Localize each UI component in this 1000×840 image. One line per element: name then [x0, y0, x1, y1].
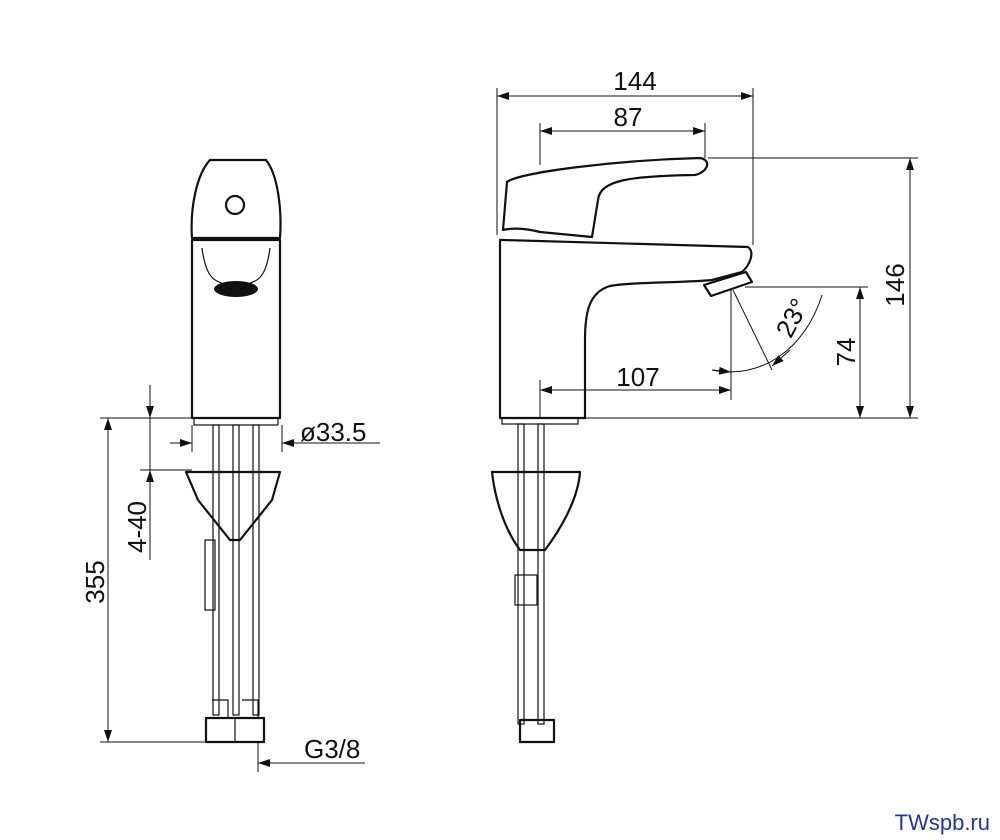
dim-144: 144	[613, 66, 656, 96]
side-handle	[501, 156, 709, 239]
front-view	[184, 158, 282, 744]
front-handle	[190, 158, 282, 240]
front-bracket	[184, 470, 282, 542]
side-bracket	[490, 470, 582, 552]
dim-87: 87	[614, 102, 643, 132]
side-hose-1	[517, 423, 525, 725]
front-handle-button	[224, 194, 246, 216]
front-hose-left	[212, 424, 220, 716]
front-aerator	[214, 281, 258, 297]
dim-angle: 23°	[770, 293, 815, 342]
side-aerator	[702, 270, 754, 298]
side-hose-2	[537, 423, 545, 725]
dim-146: 146	[880, 263, 910, 306]
front-hose-right	[252, 424, 260, 716]
dim-74: 74	[831, 338, 861, 367]
dim-355: 355	[80, 560, 110, 603]
front-hose-center	[232, 424, 240, 716]
dim-connection: G3/8	[304, 734, 360, 764]
dimension-lines	[100, 88, 918, 772]
watermark: TWspb.ru	[894, 810, 990, 835]
side-view	[490, 156, 754, 744]
dim-4-40: 4-40	[122, 501, 152, 553]
front-body	[190, 238, 282, 420]
side-body-spout	[498, 238, 753, 420]
dim-107: 107	[616, 362, 659, 392]
dim-diameter: ø33.5	[300, 417, 367, 447]
side-fitting	[518, 718, 556, 744]
